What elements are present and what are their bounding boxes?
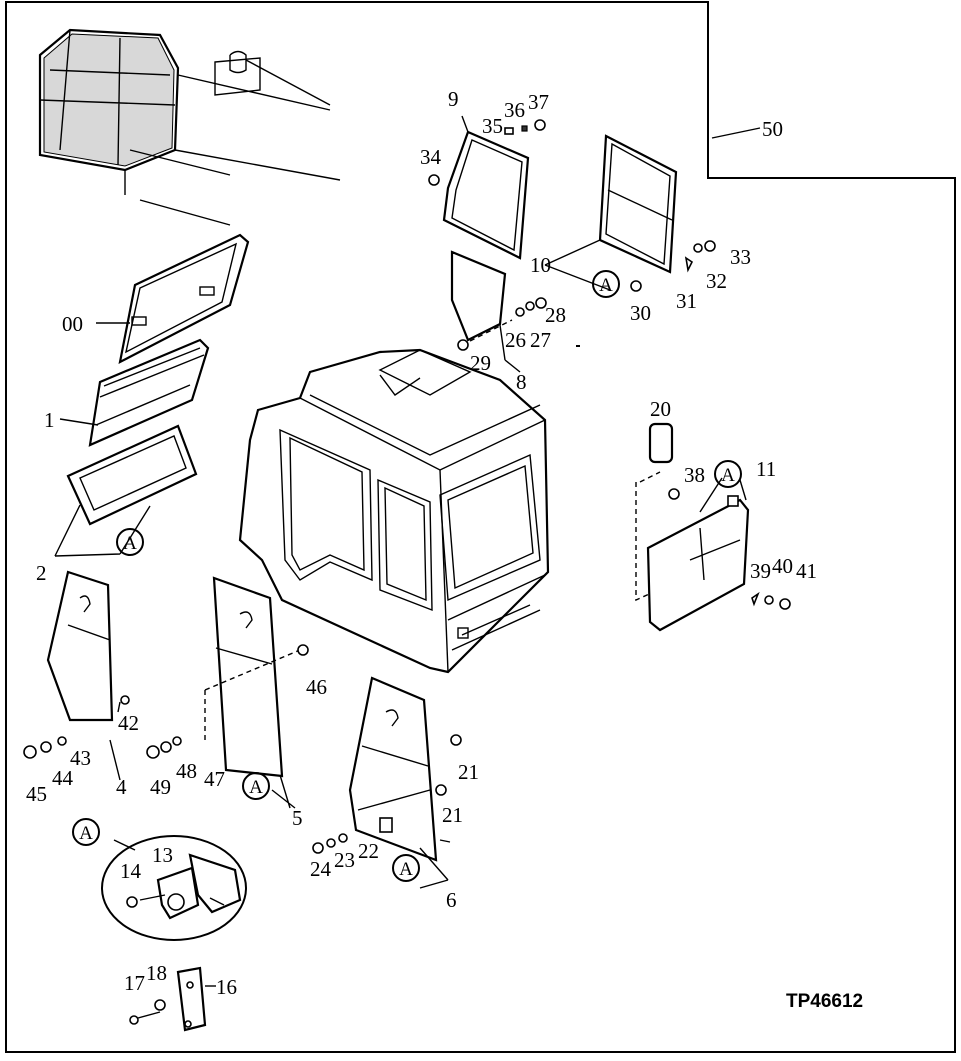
label-part-30: 30 — [630, 301, 651, 325]
panel-part-6 — [348, 676, 462, 862]
label-part-38: 38 — [684, 463, 705, 487]
panel-part-9 — [428, 119, 546, 260]
callout-letter: A — [249, 777, 263, 798]
callout-a-panel6: A — [392, 854, 420, 882]
drawing-code: TP46612 — [786, 991, 863, 1012]
machine-context-view — [38, 28, 341, 226]
label-part-46: 46 — [306, 675, 327, 699]
label-part-27: 27 — [530, 328, 551, 352]
label-part-40: 40 — [772, 554, 793, 578]
label-part-24: 24 — [310, 857, 332, 881]
label-part-36: 36 — [504, 98, 525, 122]
label-part-8: 8 — [516, 370, 527, 394]
label-part-41: 41 — [796, 559, 817, 583]
panel-part-8 — [450, 250, 547, 351]
label-part-21-lower: 21 — [442, 803, 463, 827]
label-part-17: 17 — [124, 971, 145, 995]
label-part-21-upper: 21 — [458, 760, 479, 784]
label-part-37: 37 — [528, 90, 549, 114]
hardware-part-5 — [146, 736, 182, 759]
panel-part-5 — [204, 576, 309, 778]
callout-letter: A — [599, 275, 613, 296]
callout-letter: A — [123, 533, 137, 554]
stray-mark — [576, 345, 580, 347]
frame-part-2 — [66, 424, 198, 526]
label-part-11: 11 — [756, 457, 776, 481]
callout-letter: A — [79, 823, 93, 844]
hardware-part-6 — [312, 833, 348, 854]
label-part-5: 5 — [292, 806, 303, 830]
callout-letter: A — [399, 859, 413, 880]
hardware-part-4 — [23, 736, 67, 759]
label-part-33: 33 — [730, 245, 751, 269]
callout-a-panel11: A — [714, 460, 742, 488]
label-part-50: 50 — [762, 117, 783, 141]
callout-a-frame: A — [116, 528, 144, 556]
label-part-47: 47 — [204, 767, 225, 791]
panel-part-1 — [88, 338, 210, 447]
label-part-42: 42 — [118, 711, 139, 735]
part-16-bracket — [129, 966, 207, 1032]
label-part-29: 29 — [470, 351, 491, 375]
label-part-00: 00 — [62, 312, 83, 336]
label-part-9: 9 — [448, 87, 459, 111]
part-number-labels: 00 1 2 4 5 6 8 9 10 11 13 14 16 17 18 20… — [26, 87, 817, 999]
label-part-39: 39 — [750, 559, 771, 583]
label-part-13: 13 — [152, 843, 173, 867]
panel-part-00 — [118, 233, 250, 365]
label-part-49: 49 — [150, 775, 171, 799]
label-part-6: 6 — [446, 888, 457, 912]
label-part-35: 35 — [482, 114, 503, 138]
label-part-48: 48 — [176, 759, 197, 783]
label-part-32: 32 — [706, 269, 727, 293]
panel-part-4 — [46, 570, 130, 722]
label-part-26: 26 — [505, 328, 526, 352]
drawing-border — [5, 1, 956, 1053]
label-part-20: 20 — [650, 397, 671, 421]
cab-body — [238, 348, 550, 674]
label-part-28: 28 — [545, 303, 566, 327]
label-part-23: 23 — [334, 848, 355, 872]
callout-letter: A — [721, 465, 735, 486]
label-part-22: 22 — [358, 839, 379, 863]
label-part-44: 44 — [52, 766, 74, 790]
part-20 — [648, 422, 674, 464]
label-part-10: 10 — [530, 253, 551, 277]
label-part-34: 34 — [420, 145, 442, 169]
label-part-14: 14 — [120, 859, 142, 883]
callout-a-panel5: A — [242, 772, 270, 800]
panel-part-10 — [598, 134, 716, 292]
label-part-16: 16 — [216, 975, 237, 999]
callout-a-panel10: A — [592, 270, 620, 298]
panel-part-11 — [635, 471, 791, 632]
label-part-45: 45 — [26, 782, 47, 806]
label-part-2: 2 — [36, 561, 47, 585]
label-part-1: 1 — [44, 408, 55, 432]
label-part-43: 43 — [70, 746, 91, 770]
detail-a-bracket — [101, 835, 247, 941]
callout-a-detail: A — [72, 818, 100, 846]
label-part-4: 4 — [116, 775, 127, 799]
label-part-18: 18 — [146, 961, 167, 985]
label-part-31: 31 — [676, 289, 697, 313]
